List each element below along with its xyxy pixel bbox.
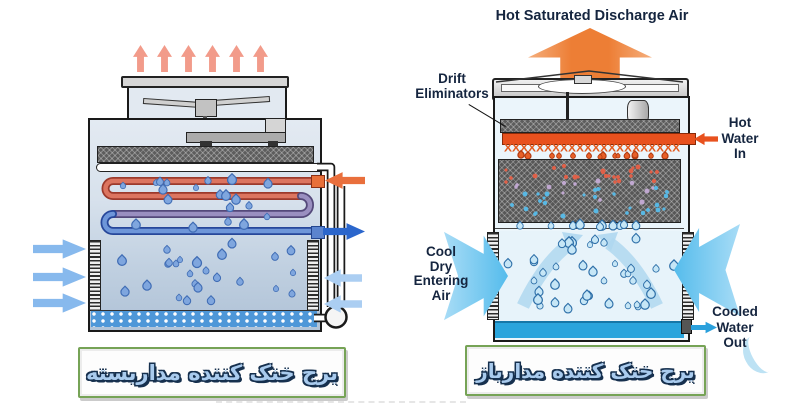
water-drop-icon [189,256,204,271]
water-drop-icon [214,247,229,262]
rain-droplet-field [498,233,682,317]
faint-dashes [216,401,466,403]
coil-droplet-field [95,172,313,236]
water-drop-icon [610,259,620,268]
water-drop-icon [186,221,200,235]
water-drop-icon [114,253,129,268]
water-drop-icon [286,288,297,299]
fan-hub [574,75,592,84]
coil-mid-pass [110,193,313,217]
water-drop-icon [118,181,128,190]
riser-pipe [317,164,334,307]
water-drop-icon [549,296,562,309]
open-tower-caption-box: برج خنک کننده مدارباز [465,345,706,396]
water-drop-icon [261,177,275,191]
water-drop-icon [630,233,643,246]
water-drop-icon [243,201,254,212]
water-drop-icon [262,212,272,222]
water-drop-icon [586,265,600,280]
motor-box [265,118,286,133]
drift-eliminators-label: Drift Eliminators [415,71,489,101]
water-outlet-stub [681,319,692,334]
water-drop-icon [627,275,639,287]
water-drop-icon [140,279,155,294]
water-basin [90,310,317,327]
water-drop-icon [650,264,661,275]
water-drop-icon [269,251,281,263]
water-drop-icon [128,218,143,233]
water-drop-icon [284,244,298,257]
water-drop-icon [561,302,575,316]
water-drop-icon [211,272,223,284]
discharge-air-label: Hot Saturated Discharge Air [495,8,689,24]
water-drop-icon [204,294,217,307]
water-drop-icon [271,285,281,294]
rain-droplet-field [97,237,313,307]
cooled-water-out-arrow-icon [691,321,717,334]
motor-foot [200,141,212,147]
water-drop-icon [185,269,195,279]
water-drop-icon [225,172,240,188]
water-drop-icon [201,266,212,276]
fan-cowl-roof-line [495,70,684,83]
water-drop-icon [236,217,251,233]
water-drop-icon [222,217,234,228]
closed-tower-caption-box: برج خنک کننده مداربسته [78,347,346,398]
cooled-water-out-label: Cooled Water Out [712,304,758,350]
water-drop-icon [118,285,133,299]
water-drop-icon [599,276,609,286]
water-drop-icon [602,297,615,310]
water-drop-icon [538,267,549,279]
water-drop-icon [529,276,539,286]
drift-eliminator-band [500,119,680,133]
fan-deck-flange [121,76,289,88]
water-drop-icon [225,237,239,251]
motor-foot [268,141,278,147]
water-drop-icon [551,261,561,272]
water-drop-icon [161,193,175,207]
water-basin [495,321,684,338]
fill-support-deck [495,228,684,229]
cool-dry-air-label: Cool Dry Entering Air [413,244,469,303]
coil-outlet-stub [311,226,325,239]
closed-tower-caption: برج خنک کننده مداربسته [85,360,339,385]
water-drop-icon [623,301,634,311]
water-drop-icon [234,276,246,288]
spray-nozzles-row: XXXXXXXXXXXXXXXXXXXXXX [504,141,680,154]
hot-water-in-label: Hot Water In [721,115,759,161]
water-drop-icon [181,294,194,307]
coil-hot-pass [103,178,322,199]
water-drop-icon [202,175,213,186]
coil-cold-pass [102,211,322,234]
drift-eliminator-band [97,146,314,163]
fan-shaft [566,92,569,128]
motor-support-bar [186,132,286,143]
water-drop-icon [598,237,610,248]
water-drop-icon [191,183,201,193]
water-drop-icon [161,244,172,255]
coil-inlet-stub [311,175,325,188]
water-drop-icon [288,268,297,278]
water-drop-icon [547,278,562,293]
open-tower-caption: برج خنک کننده مدارباز [476,358,695,383]
